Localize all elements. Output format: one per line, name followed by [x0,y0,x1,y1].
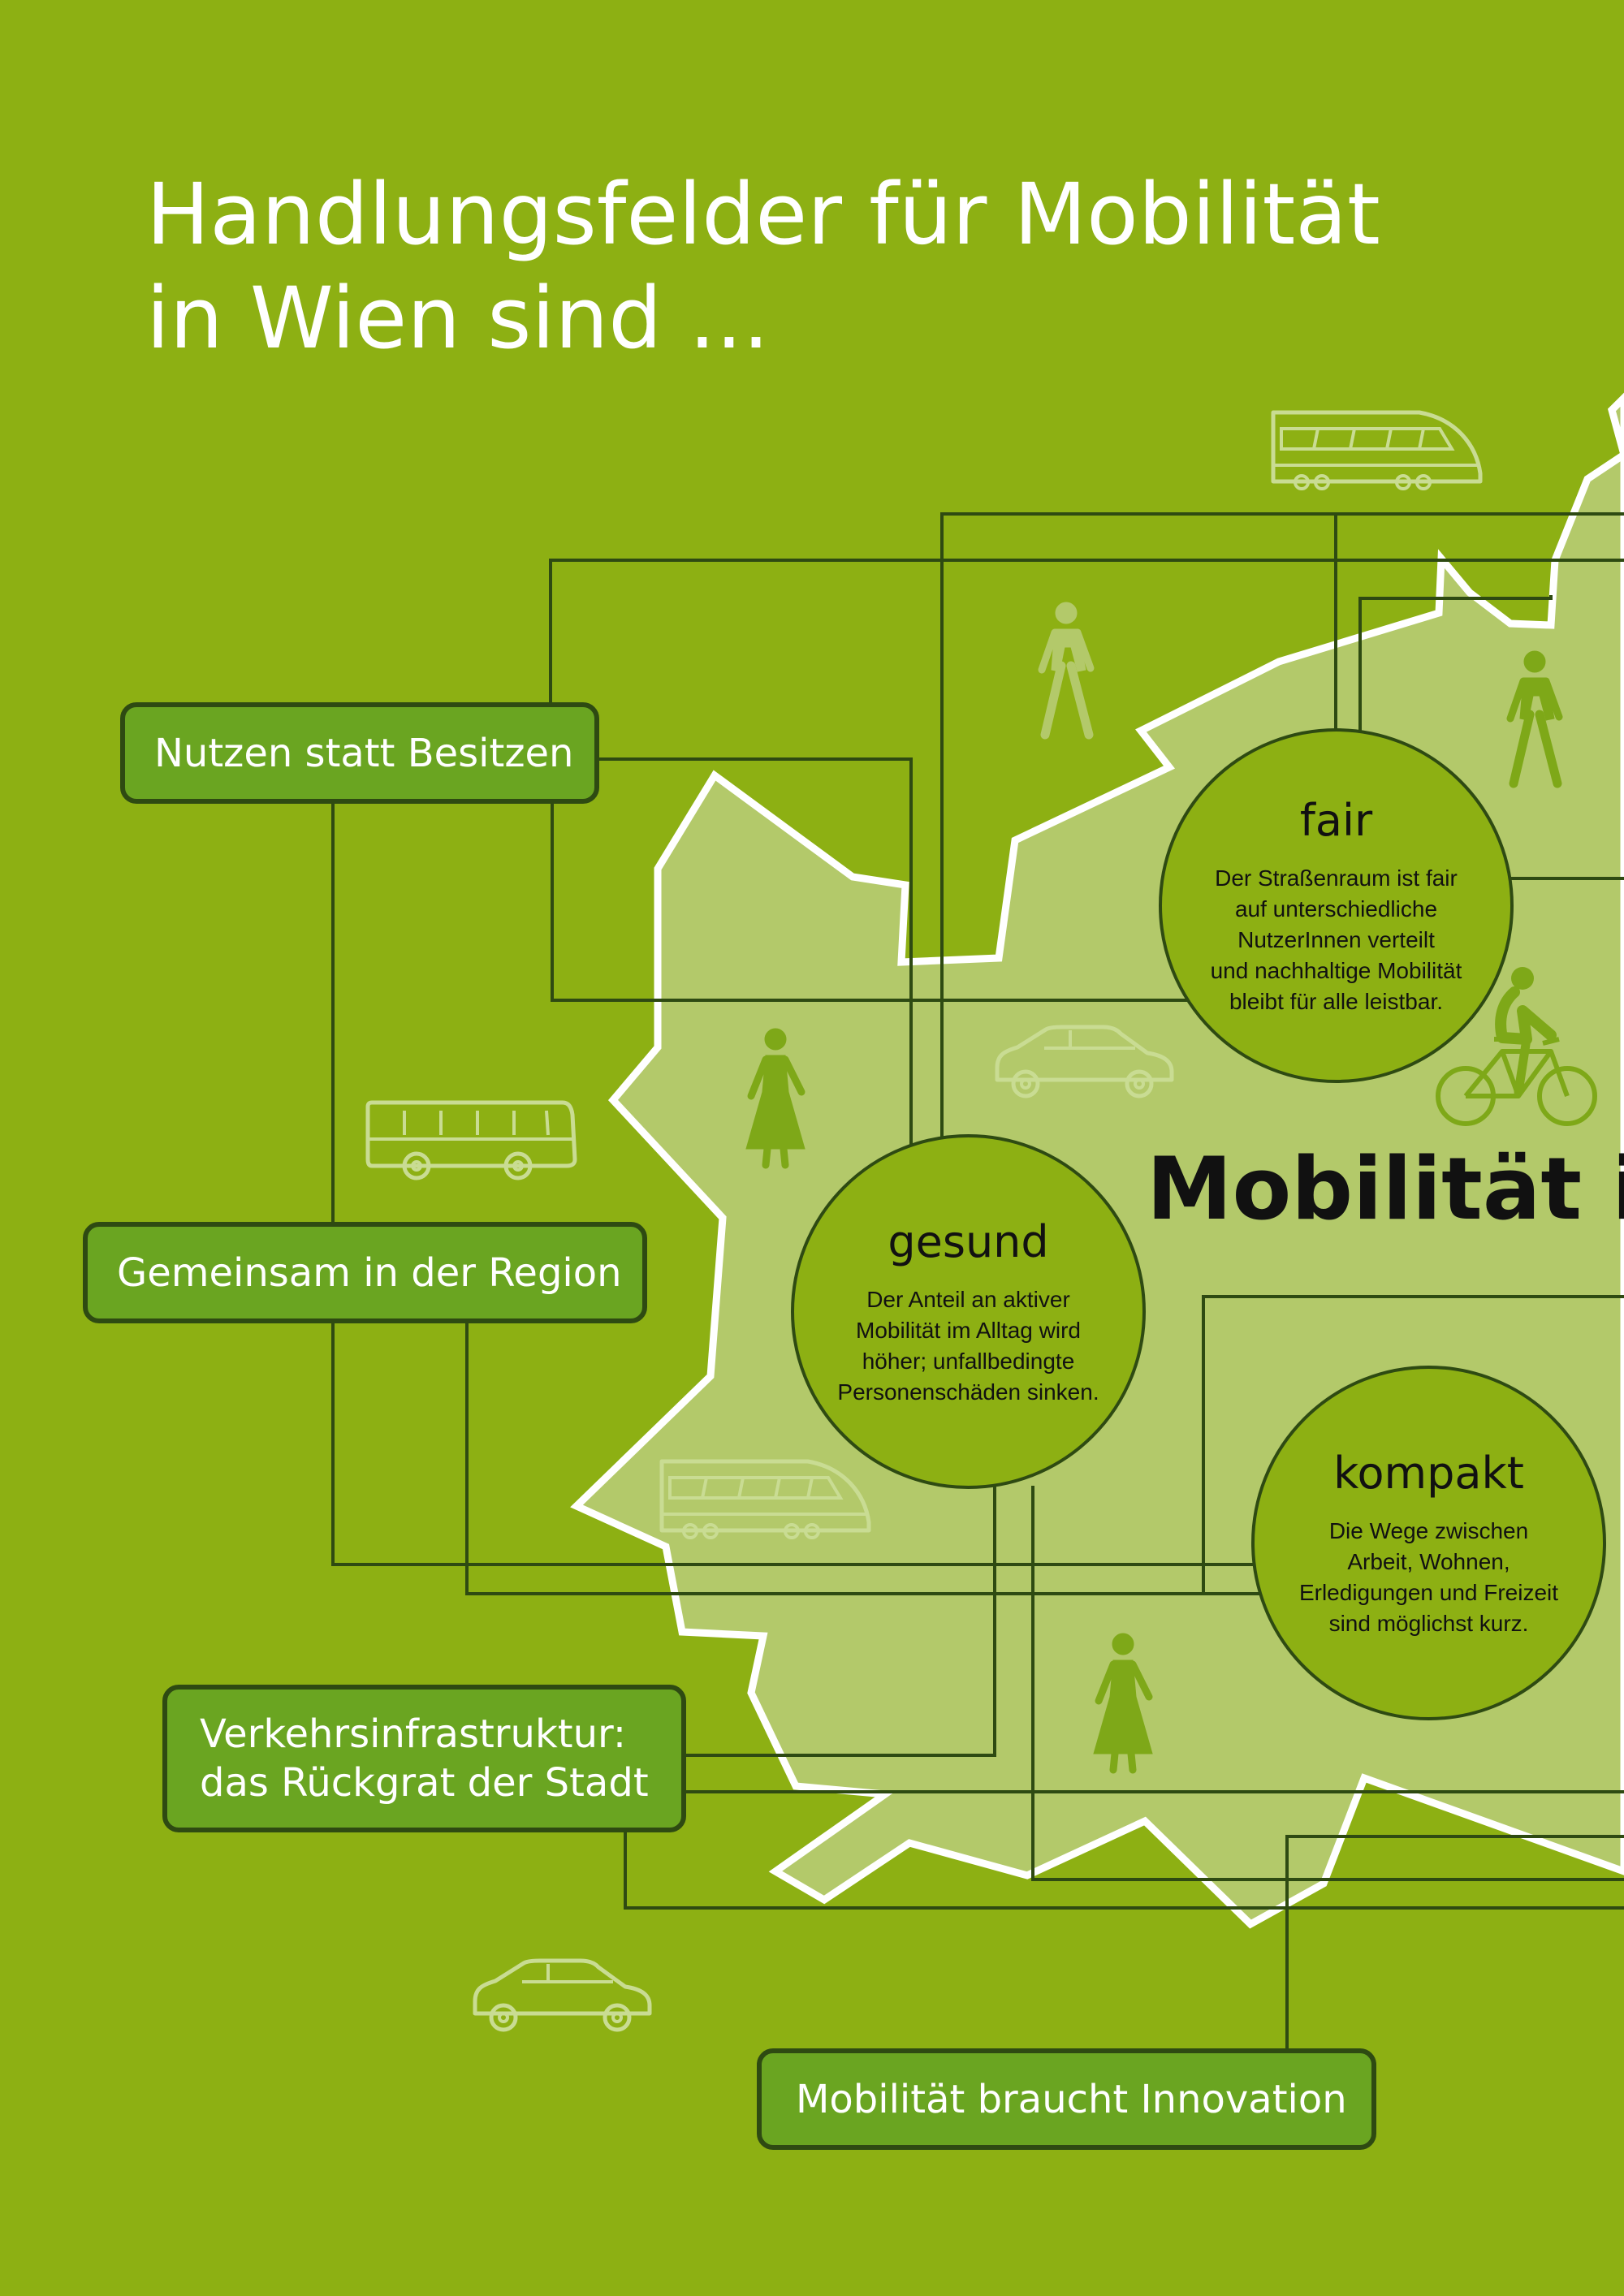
goal-description-line: höher; unfallbedingte [862,1348,1075,1374]
car-icon [475,1961,650,2030]
action-field-infrastruktur: Verkehrsinfrastruktur: das Rückgrat der … [162,1685,686,1832]
goal-description: Der Straßenraum ist fair auf unterschied… [1211,863,1462,1017]
title-line-2: in Wien sind ... [146,269,770,368]
train-icon [1273,412,1480,489]
page-title: Handlungsfelder für Mobilität in Wien si… [146,162,1380,370]
goal-description-line: auf unterschiedliche [1234,896,1438,921]
action-field-label: Gemeinsam in der Region [117,1249,622,1296]
goal-description-line: bleibt für alle leistbar. [1229,988,1444,1014]
goal-title: kompakt [1333,1447,1524,1499]
action-field-innovation: Mobilität braucht Innovation [757,2048,1376,2150]
goal-description-line: NutzerInnen verteilt [1237,926,1435,952]
center-label: Mobilität in [1147,1139,1624,1239]
pedestrian-icon [1042,602,1091,735]
goal-description-line: Mobilität im Alltag wird [856,1317,1081,1343]
action-field-label-line-2: das Rückgrat der Stadt [200,1760,649,1806]
goal-description-line: Der Anteil an aktiver [866,1286,1070,1312]
action-field-label: Mobilität braucht Innovation [796,2076,1347,2122]
goal-description-line: und nachhaltige Mobilität [1210,957,1462,983]
goal-description-line: Die Wege zwischen [1328,1517,1529,1543]
action-field-nutzen: Nutzen statt Besitzen [120,702,599,804]
title-line-1: Handlungsfelder für Mobilität [146,165,1380,264]
bus-icon [368,1103,575,1178]
action-field-region: Gemeinsam in der Region [83,1222,647,1323]
goal-description-line: Arbeit, Wohnen, [1347,1548,1510,1574]
goal-title: gesund [888,1215,1049,1267]
goal-description-line: Erledigungen und Freizeit [1298,1579,1559,1605]
action-field-label: Nutzen statt Besitzen [154,730,574,776]
goal-circle-fair: fair Der Straßenraum ist fair auf unters… [1159,728,1514,1083]
goal-circle-kompakt: kompakt Die Wege zwischen Arbeit, Wohnen… [1251,1366,1606,1720]
connector-lines [331,512,1624,2050]
goal-description: Die Wege zwischen Arbeit, Wohnen, Erledi… [1299,1516,1558,1639]
goal-circle-gesund: gesund Der Anteil an aktiver Mobilität i… [791,1134,1146,1489]
goal-title: fair [1299,794,1373,846]
goal-description-line: Der Straßenraum ist fair [1215,865,1458,891]
goal-description-line: sind möglichst kurz. [1328,1610,1529,1636]
action-field-label-line-1: Verkehrsinfrastruktur: [200,1711,627,1757]
goal-description-line: Personenschäden sinken. [837,1379,1099,1405]
goal-description: Der Anteil an aktiver Mobilität im Allta… [837,1284,1099,1408]
